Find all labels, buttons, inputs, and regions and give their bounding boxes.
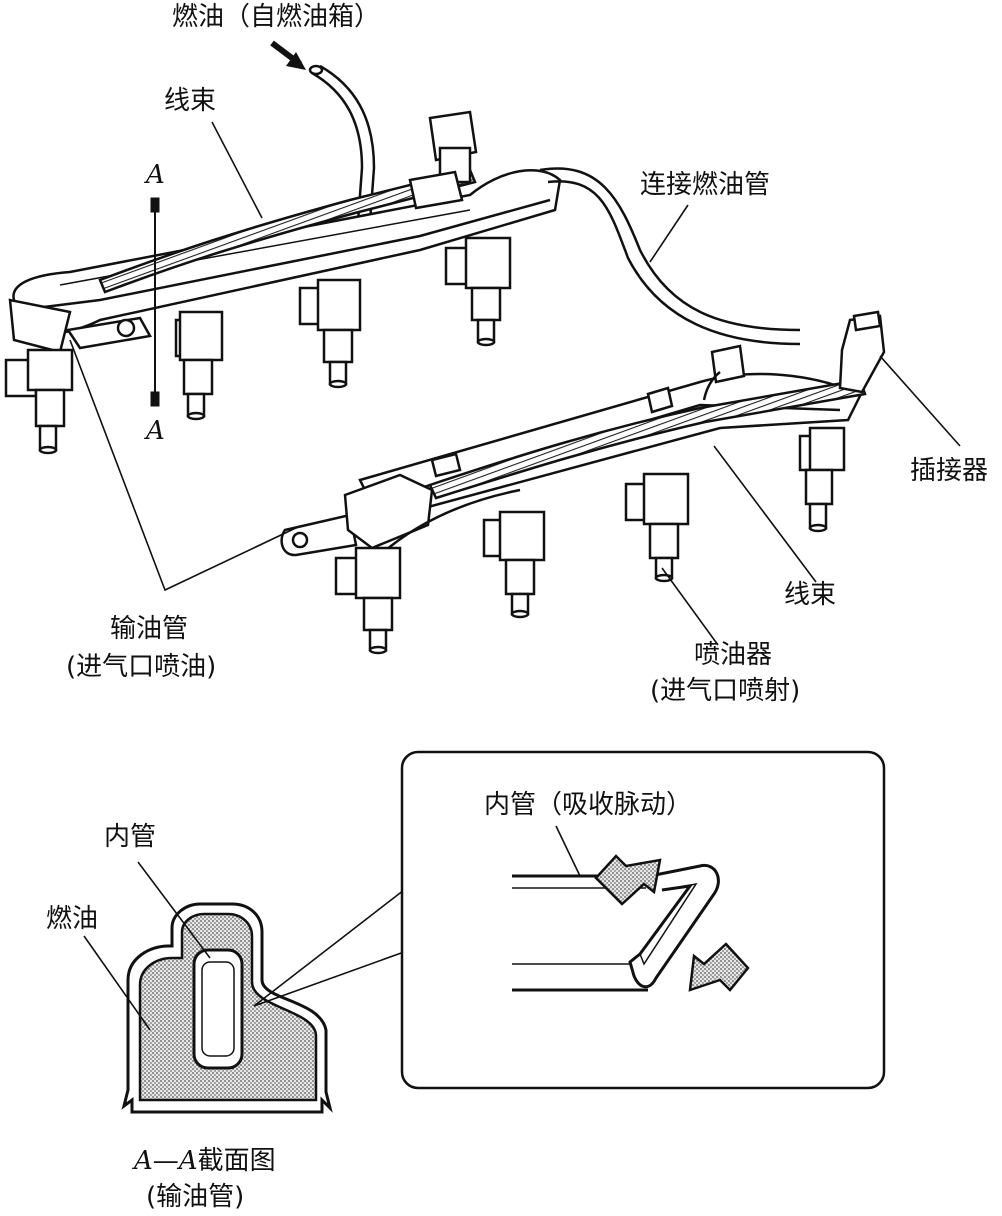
delivery-pipe-left-bank — [8, 110, 801, 354]
label-connector: 插接器 — [910, 456, 989, 486]
section-leaders — [83, 861, 405, 1031]
section-line-a-a — [150, 197, 160, 407]
label-injector: 喷油器 — [694, 640, 773, 670]
fuel-flow-arrow — [270, 40, 306, 70]
label-fuel: 燃油 — [46, 904, 99, 934]
cross-section-a-a — [121, 902, 333, 1114]
leader-lines — [69, 121, 961, 646]
label-fuel-from-tank: 燃油（自燃油箱） — [172, 2, 381, 32]
label-delivery-pipe: 输油管 — [110, 614, 189, 644]
injectors-right-bank — [334, 426, 846, 655]
detail-box — [400, 750, 886, 1090]
label-harness-right: 线束 — [784, 580, 837, 610]
label-section-a-bottom: A — [146, 416, 165, 446]
label-inner-pipe-pulsation: 内管（吸收脉动） — [484, 790, 693, 820]
injectors-left-bank — [4, 236, 512, 455]
label-connecting-pipe: 连接燃油管 — [640, 170, 771, 200]
section-title-italic: A—A — [134, 1146, 198, 1176]
label-inner-pipe: 内管 — [104, 822, 157, 852]
fuel-inlet-hose — [308, 64, 376, 223]
label-harness-top: 线束 — [164, 86, 217, 116]
label-delivery-pipe-sub: (进气口喷油) — [66, 652, 217, 682]
delivery-pipe-right-bank — [280, 310, 886, 557]
section-subtitle: (输油管) — [146, 1182, 245, 1212]
label-section-a-top: A — [146, 160, 165, 190]
label-injector-sub: (进气口喷射) — [650, 676, 801, 706]
section-title-suffix: 截面图 — [197, 1146, 276, 1176]
section-title: A—A截面图 — [134, 1146, 276, 1176]
